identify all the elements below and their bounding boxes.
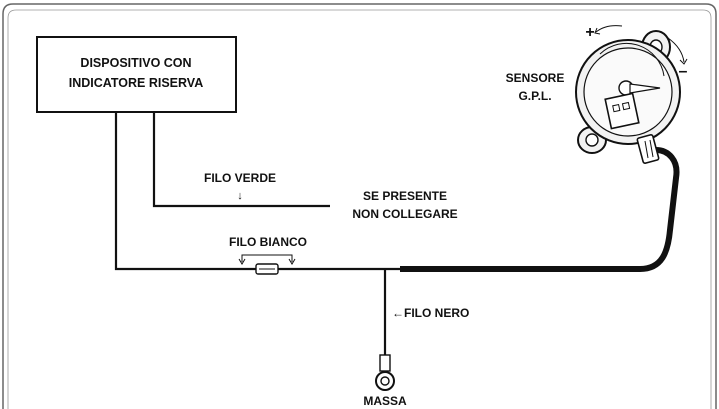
sensor-minus-sign: –: [679, 63, 688, 80]
diagram-frame-inner: [7, 9, 712, 409]
white-wire-label: FILO BIANCO: [229, 235, 307, 249]
sensor-minus-arrow: [667, 37, 685, 63]
wire-harness: [400, 147, 680, 272]
bracket-arrow-left: [238, 258, 246, 265]
green-wire-note-line1: SE PRESENTE: [363, 189, 447, 203]
green-wire-arrow: ↓: [237, 190, 243, 202]
device-box-line1: DISPOSITIVO CON: [80, 56, 191, 70]
sensor-minus-arrowhead: [679, 58, 688, 65]
ground-label: MASSA: [363, 394, 407, 408]
sensor-plus-arrow: [595, 25, 623, 33]
device-box-line2: INDICATORE RISERVA: [69, 76, 204, 90]
sensor-plus-arrowhead: [594, 27, 601, 35]
ground-ring-hole: [380, 376, 390, 386]
white-wire-bracket: [241, 254, 293, 262]
ground-terminal-crimp: [379, 354, 391, 372]
diagram-frame: [2, 3, 717, 409]
sensor-plus-sign: +: [585, 24, 594, 41]
white-wire: [114, 112, 400, 271]
gpl-sensor-icon: [575, 30, 681, 164]
green-wire-label: FILO VERDE: [204, 171, 276, 185]
sensor-label-line1: SENSORE: [506, 71, 565, 85]
device-box: [36, 36, 237, 113]
sensor-label-line2: G.P.L.: [518, 89, 551, 103]
black-wire-arrow: ←: [392, 306, 404, 320]
black-wire-label: FILO NERO: [404, 306, 469, 320]
bracket-arrow-right: [288, 258, 296, 265]
green-wire: [152, 112, 330, 208]
green-wire-note-line2: NON COLLEGARE: [352, 207, 457, 221]
